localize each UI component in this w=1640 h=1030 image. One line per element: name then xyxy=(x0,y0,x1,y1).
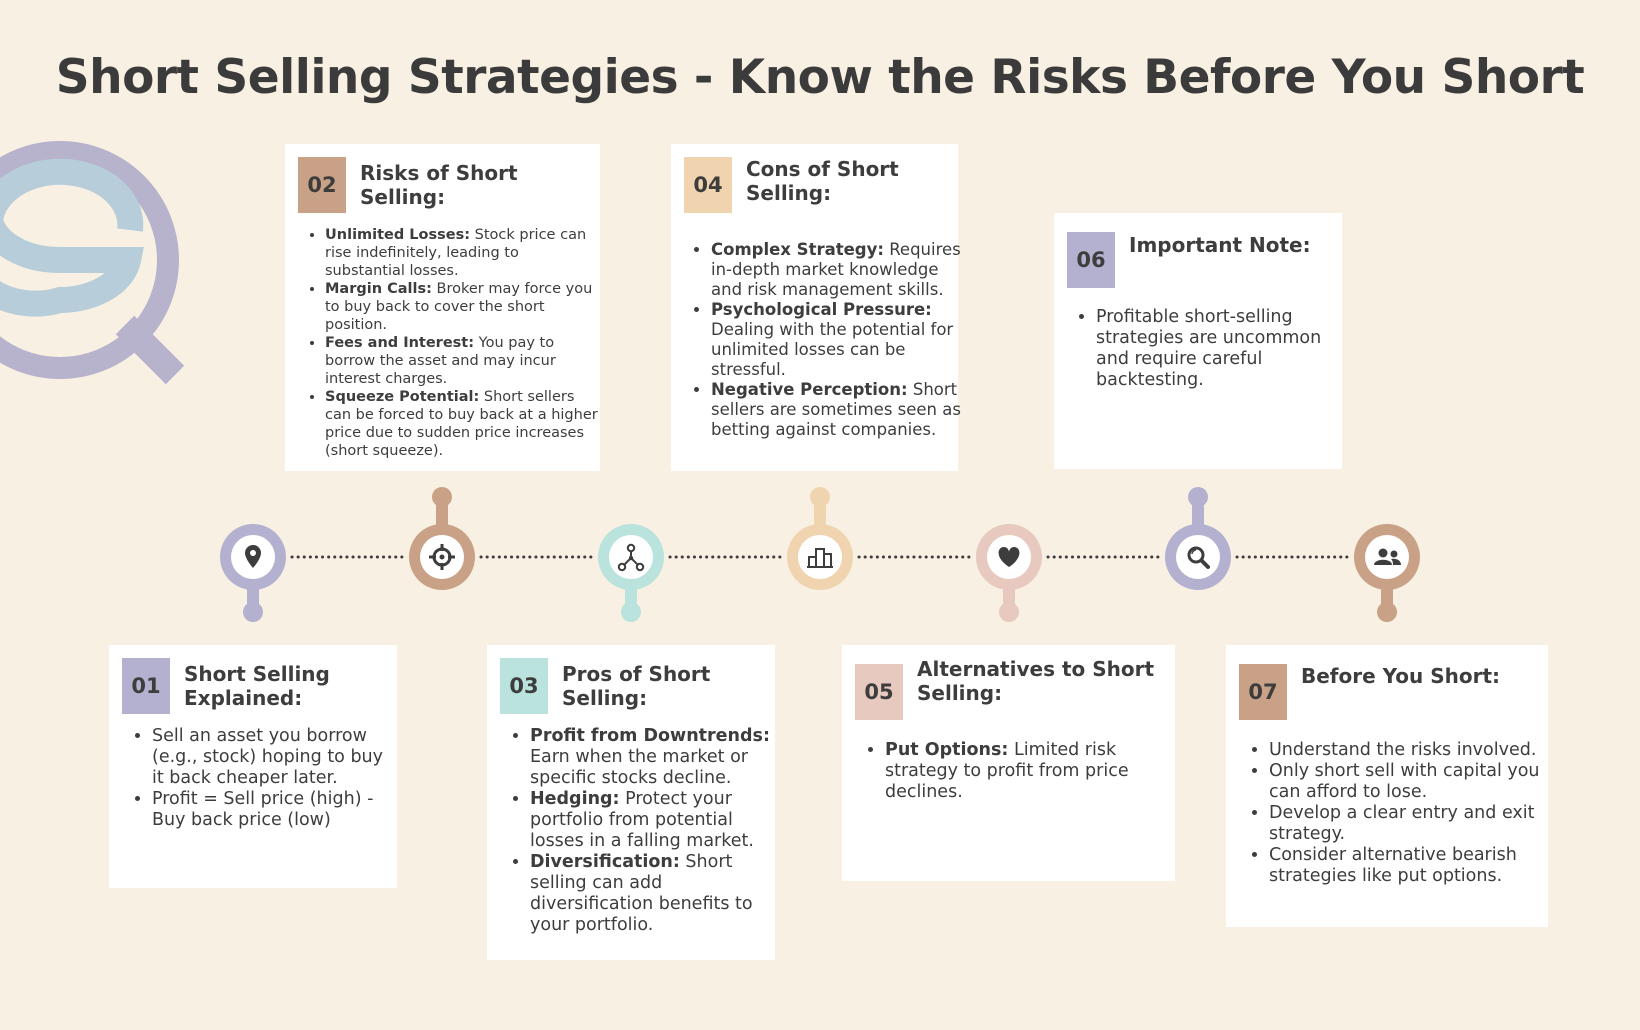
list-item: Negative Perception: Short sellers are s… xyxy=(711,380,961,440)
list-item: Hedging: Protect your portfolio from pot… xyxy=(530,789,780,852)
item-label: Squeeze Potential: xyxy=(325,389,480,405)
list-item: Squeeze Potential: Short sellers can be … xyxy=(325,388,600,460)
card-04: 04 Cons of Short Selling: Complex Strate… xyxy=(671,144,961,471)
page-title: Short Selling Strategies - Know the Risk… xyxy=(55,50,1585,105)
timeline xyxy=(220,487,1420,622)
list-item: Sell an asset you borrow (e.g., stock) h… xyxy=(152,726,397,789)
item-text: Sell an asset you borrow (e.g., stock) h… xyxy=(152,726,384,788)
card-number-badge: 04 xyxy=(684,157,732,213)
item-text: Broker may force you to buy back to cove… xyxy=(325,281,593,333)
list-item: Profit = Sell price (high) - Buy back pr… xyxy=(152,789,397,831)
card-title: Alternatives to Short Selling: xyxy=(917,657,1155,705)
card-bullet-list: Understand the risks involved.Only short… xyxy=(1249,740,1559,887)
card-03: 03 Pros of Short Selling: Profit from Do… xyxy=(487,645,775,960)
item-text: Limited risk strategy to profit from pri… xyxy=(885,740,1129,802)
item-text: Short sellers can be forced to buy back … xyxy=(325,389,598,459)
item-text: Protect your portfolio from potential lo… xyxy=(530,789,754,851)
card-number-badge: 06 xyxy=(1067,232,1115,288)
card-07: 07 Before You Short: Understand the risk… xyxy=(1226,645,1548,927)
item-text: Requires in-depth market knowledge and r… xyxy=(711,240,961,299)
item-text: Only short sell with capital you can aff… xyxy=(1269,761,1540,802)
magnifier-icon xyxy=(1187,546,1210,569)
card-bullet-list: Profitable short-selling strategies are … xyxy=(1076,307,1341,391)
list-item: Complex Strategy: Requires in-depth mark… xyxy=(711,240,961,300)
list-item: Develop a clear entry and exit strategy. xyxy=(1269,803,1559,845)
card-title: Before You Short: xyxy=(1301,664,1501,688)
list-item: Profitable short-selling strategies are … xyxy=(1096,307,1341,391)
item-text: Profitable short-selling strategies are … xyxy=(1096,307,1322,390)
list-item: Psychological Pressure: Dealing with the… xyxy=(711,300,961,380)
card-bullet-list: Unlimited Losses: Stock price can rise i… xyxy=(305,226,600,460)
network-icon xyxy=(617,543,645,572)
timeline-node xyxy=(1354,524,1420,622)
card-02: 02 Risks of Short Selling: Unlimited Los… xyxy=(285,144,600,471)
card-number-badge: 02 xyxy=(298,157,346,213)
location-pin-icon xyxy=(245,545,261,568)
list-item: Profit from Downtrends: Earn when the ma… xyxy=(530,726,780,789)
card-number-badge: 01 xyxy=(122,658,170,714)
timeline-node xyxy=(220,524,286,622)
bar-chart-icon xyxy=(807,548,833,568)
item-text: Understand the risks involved. xyxy=(1269,740,1537,760)
list-item: Diversification: Short selling can add d… xyxy=(530,852,780,936)
item-text: Consider alternative bearish strategies … xyxy=(1269,845,1517,886)
item-text: Stock price can rise indefinitely, leadi… xyxy=(325,227,587,279)
card-title: Cons of Short Selling: xyxy=(746,157,899,205)
sq-logo-icon xyxy=(0,141,185,385)
item-label: Margin Calls: xyxy=(325,281,432,297)
item-label: Fees and Interest: xyxy=(325,335,475,351)
card-number-badge: 03 xyxy=(500,658,548,714)
list-item: Put Options: Limited risk strategy to pr… xyxy=(885,740,1145,803)
timeline-node xyxy=(976,524,1042,622)
timeline-node xyxy=(409,487,475,590)
item-label: Complex Strategy: xyxy=(711,240,884,259)
item-text: Short sellers are sometimes seen as bett… xyxy=(711,380,961,439)
item-label: Profit from Downtrends: xyxy=(530,726,770,746)
heart-icon xyxy=(998,547,1020,567)
card-05: 05 Alternatives to Short Selling: Put Op… xyxy=(842,645,1175,881)
list-item: Consider alternative bearish strategies … xyxy=(1269,845,1559,887)
card-title: Short Selling Explained: xyxy=(184,662,330,710)
card-bullet-list: Put Options: Limited risk strategy to pr… xyxy=(865,740,1145,803)
card-title: Risks of Short Selling: xyxy=(360,161,518,209)
card-title: Pros of Short Selling: xyxy=(562,662,711,710)
list-item: Fees and Interest: You pay to borrow the… xyxy=(325,334,600,388)
item-text: You pay to borrow the asset and may incu… xyxy=(325,335,556,387)
item-text: Short selling can add diversification be… xyxy=(530,852,753,935)
card-bullet-list: Sell an asset you borrow (e.g., stock) h… xyxy=(132,726,397,831)
list-item: Margin Calls: Broker may force you to bu… xyxy=(325,280,600,334)
timeline-node xyxy=(598,524,664,622)
card-title: Important Note: xyxy=(1129,233,1311,257)
card-number-badge: 05 xyxy=(855,664,903,720)
item-label: Psychological Pressure: xyxy=(711,300,932,319)
card-bullet-list: Complex Strategy: Requires in-depth mark… xyxy=(691,240,961,440)
card-bullet-list: Profit from Downtrends: Earn when the ma… xyxy=(510,726,780,936)
timeline-node xyxy=(787,487,853,590)
item-text: Earn when the market or specific stocks … xyxy=(530,747,748,788)
item-text: Develop a clear entry and exit strategy. xyxy=(1269,803,1535,844)
item-label: Diversification: xyxy=(530,852,680,872)
list-item: Unlimited Losses: Stock price can rise i… xyxy=(325,226,600,280)
list-item: Only short sell with capital you can aff… xyxy=(1269,761,1559,803)
card-number-badge: 07 xyxy=(1239,664,1287,720)
item-text: Dealing with the potential for unlimited… xyxy=(711,320,954,379)
crosshair-icon xyxy=(429,544,455,570)
card-06: 06 Important Note: Profitable short-sell… xyxy=(1054,213,1342,469)
list-item: Understand the risks involved. xyxy=(1269,740,1559,761)
item-label: Hedging: xyxy=(530,789,620,809)
timeline-node xyxy=(1165,487,1231,590)
item-label: Put Options: xyxy=(885,740,1009,760)
item-label: Negative Perception: xyxy=(711,380,908,399)
item-label: Unlimited Losses: xyxy=(325,227,471,243)
card-01: 01 Short Selling Explained: Sell an asse… xyxy=(109,645,397,888)
people-icon xyxy=(1374,548,1401,565)
item-text: Profit = Sell price (high) - Buy back pr… xyxy=(152,789,374,830)
